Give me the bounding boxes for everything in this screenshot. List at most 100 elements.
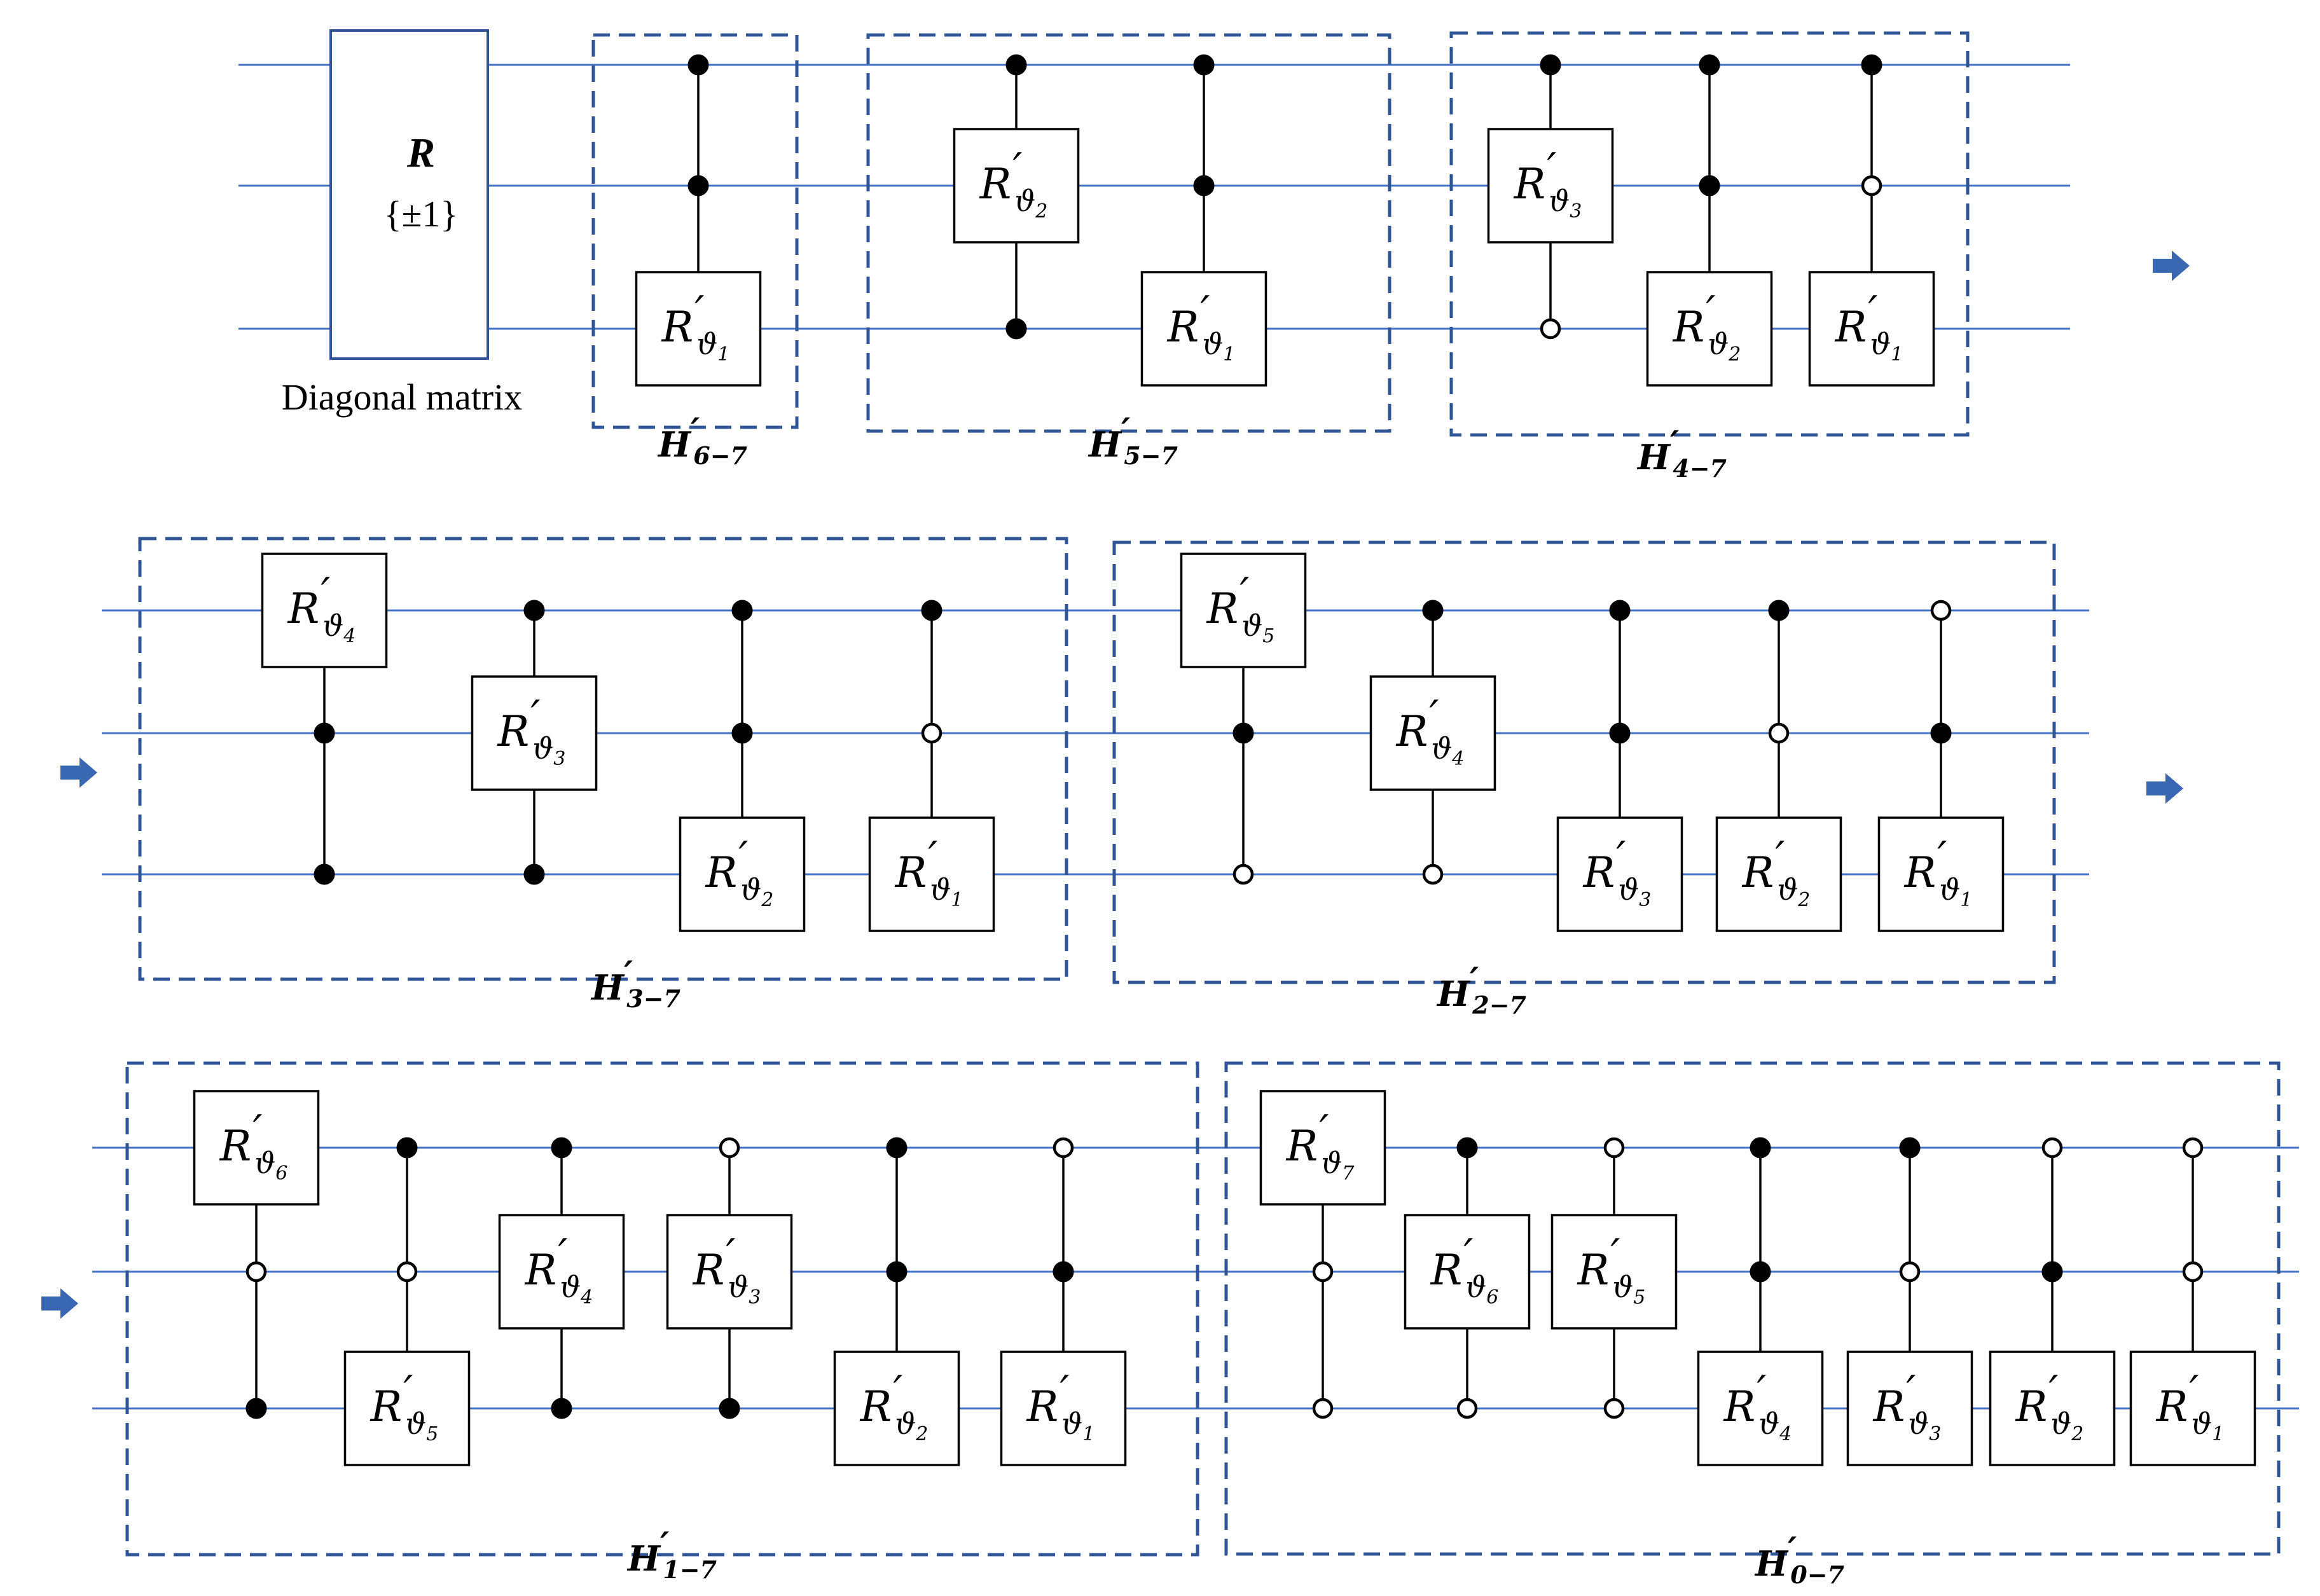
rotation-gate <box>1556 816 1683 932</box>
diagonal-matrix-title: R <box>406 130 435 176</box>
rotation-gate <box>1846 1351 1973 1466</box>
open-control-dot <box>245 1261 267 1283</box>
open-control-dot <box>1768 722 1790 744</box>
open-control-dot <box>1930 600 1952 621</box>
filled-control-dot <box>687 175 709 196</box>
rotation-gate-label: R′ϑ3 <box>1873 1367 1942 1445</box>
operator-frame <box>1112 540 2056 984</box>
operator-label: H′1−7 <box>626 1524 717 1584</box>
rotation-gate <box>1404 1214 1531 1330</box>
filled-control-dot <box>523 600 545 621</box>
rotation-gate <box>2129 1351 2256 1466</box>
filled-control-dot <box>731 600 753 621</box>
frames-layer <box>125 31 2281 1557</box>
rotation-gate <box>498 1214 625 1330</box>
filled-control-dot <box>1053 1261 1074 1283</box>
filled-control-dot <box>1193 54 1215 76</box>
open-control-dot <box>1603 1137 1625 1159</box>
rotation-gate <box>1487 128 1614 244</box>
rotation-gate-label: R′ϑ6 <box>1430 1230 1499 1309</box>
rotation-gate <box>193 1090 320 1206</box>
diagonal-matrix-values: {±1} <box>384 193 459 235</box>
filled-control-dot <box>1456 1137 1478 1159</box>
operator-label: H′3−7 <box>590 953 680 1013</box>
rotation-gate <box>1646 271 1773 387</box>
rotation-gate-label: R′ϑ1 <box>1835 287 1903 366</box>
filled-control-dot <box>719 1398 740 1419</box>
rotation-gate <box>635 271 762 387</box>
rotation-gate-label: R′ϑ3 <box>1583 833 1652 911</box>
rotation-gate-label: R′ϑ2 <box>860 1367 929 1445</box>
continuation-arrow-icon <box>2146 773 2183 804</box>
filled-control-dot <box>1232 722 1254 744</box>
filled-control-dot <box>1768 600 1790 621</box>
filled-control-dot <box>687 54 709 76</box>
open-control-dot <box>2041 1137 2063 1159</box>
rotation-gate-label: R′ϑ1 <box>1904 833 1973 911</box>
rotation-gate <box>1808 271 1935 387</box>
control-dots-layer <box>245 54 2204 1419</box>
filled-control-dot <box>1750 1261 1771 1283</box>
gates-layer: R′ϑ1R′ϑ2R′ϑ1R′ϑ3R′ϑ2R′ϑ1R′ϑ4R′ϑ3R′ϑ2R′ϑ1… <box>193 128 2256 1466</box>
rotation-gate <box>833 1351 960 1466</box>
open-control-dot <box>2182 1137 2204 1159</box>
open-control-dot <box>1312 1261 1334 1283</box>
open-control-dot <box>1232 863 1254 885</box>
rotation-gate-label: R′ϑ1 <box>895 833 963 911</box>
rotation-gate-label: R′ϑ3 <box>497 692 566 770</box>
rotation-gate <box>343 1351 471 1466</box>
open-control-dot <box>1456 1398 1478 1419</box>
open-control-dot <box>1312 1398 1334 1419</box>
open-control-dot <box>1899 1261 1921 1283</box>
operator-label: H′4−7 <box>1636 423 1727 483</box>
rotation-gate-label: R′ϑ4 <box>287 569 356 647</box>
rotation-gate-label: R′ϑ3 <box>693 1230 761 1309</box>
rotation-gate-label: R′ϑ2 <box>1673 287 1741 366</box>
continuation-arrow-icon <box>60 757 97 788</box>
continuation-arrow-icon <box>41 1288 78 1319</box>
operator-frame <box>866 33 1391 433</box>
operator-frame <box>591 33 799 429</box>
continuation-arrow-icon <box>2153 251 2190 281</box>
operator-frame <box>1449 31 1970 437</box>
rotation-gate-label: R′ϑ1 <box>661 287 730 366</box>
rotation-gate <box>1180 553 1307 668</box>
filled-control-dot <box>1930 722 1952 744</box>
rotation-gate <box>666 1214 793 1330</box>
rotation-gate <box>679 816 806 932</box>
rotation-gate-label: R′ϑ4 <box>1723 1367 1792 1445</box>
rotation-gate-label: R′ϑ4 <box>1396 692 1465 770</box>
filled-control-dot <box>396 1137 418 1159</box>
rotation-gate-label: R′ϑ1 <box>2156 1367 2225 1445</box>
rotation-gate <box>1259 1090 1386 1206</box>
filled-control-dot <box>1699 175 1720 196</box>
operator-label: H′2−7 <box>1436 960 1526 1019</box>
open-control-dot <box>921 722 942 744</box>
filled-control-dot <box>551 1398 572 1419</box>
open-control-dot <box>1422 863 1444 885</box>
rotation-gate <box>1369 675 1496 791</box>
diagonal-matrix-box <box>329 29 489 360</box>
diagonal-matrix-block: R {±1} Diagonal matrix <box>282 29 523 418</box>
open-control-dot <box>1603 1398 1625 1419</box>
filled-control-dot <box>1540 54 1561 76</box>
operator-frame <box>138 537 1068 981</box>
rotation-gate-label: R′ϑ2 <box>1742 833 1811 911</box>
open-control-dot <box>1540 318 1561 340</box>
filled-control-dot <box>314 722 335 744</box>
filled-control-dot <box>314 863 335 885</box>
filled-control-dot <box>1193 175 1215 196</box>
operator-frame <box>125 1061 1199 1557</box>
rotation-gate <box>261 553 388 668</box>
rotation-gate-label: R′ϑ1 <box>1026 1367 1095 1445</box>
diagonal-matrix-caption: Diagonal matrix <box>282 376 523 418</box>
filled-control-dot <box>551 1137 572 1159</box>
open-control-dot <box>2182 1261 2204 1283</box>
rotation-gate-label: R′ϑ7 <box>1286 1106 1355 1185</box>
open-control-dot <box>1053 1137 1074 1159</box>
rotation-gate <box>1989 1351 2116 1466</box>
filled-control-dot <box>1750 1137 1771 1159</box>
rotation-gate-label: R′ϑ2 <box>979 144 1048 223</box>
